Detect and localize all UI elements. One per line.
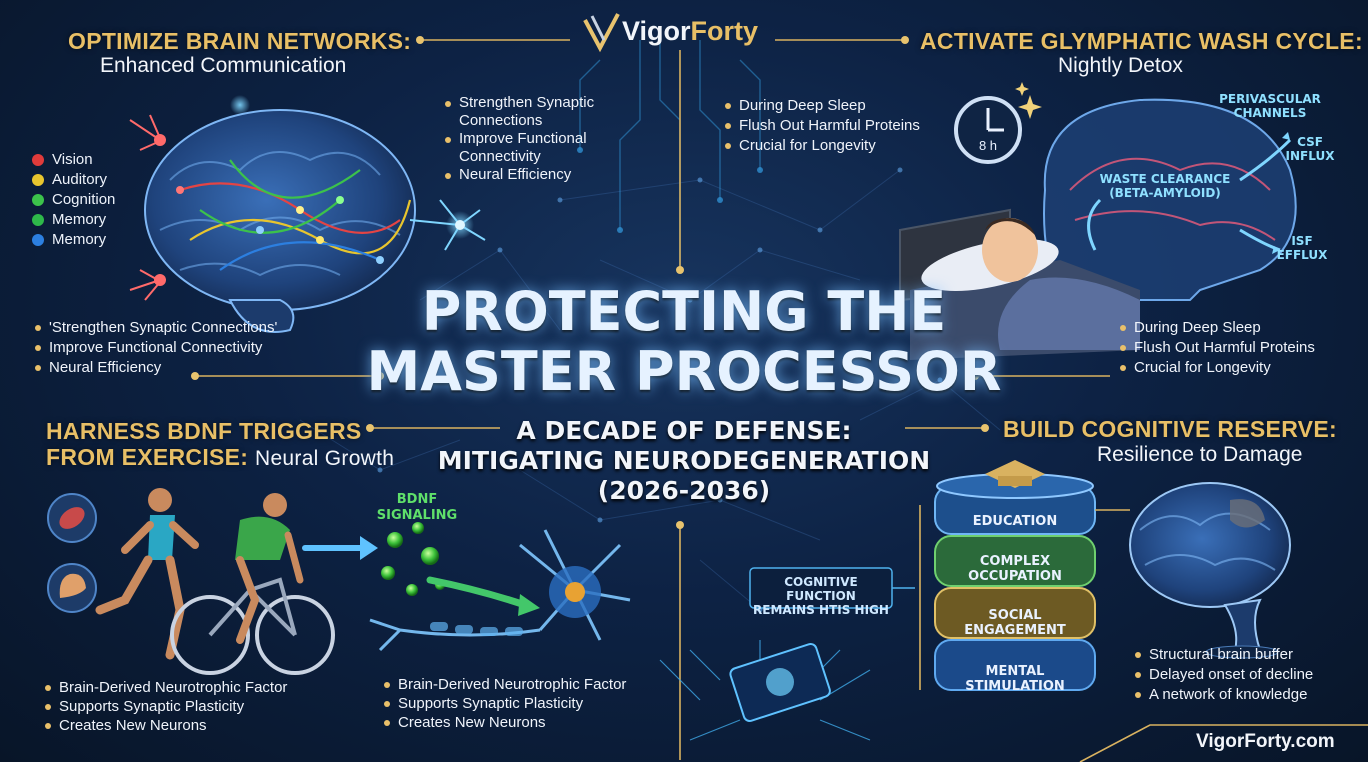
exercise-illustration [47, 488, 335, 675]
footer-url-link[interactable]: VigorForty.com [1196, 731, 1335, 752]
bdnf-heading-line2: FROM EXERCISE: [46, 444, 249, 470]
legend-swatch [32, 234, 44, 246]
list-item: Crucial for Longevity [1120, 358, 1315, 378]
bdnf-heading: HARNESS BDNF TRIGGERS FROM EXERCISE: Neu… [46, 418, 394, 472]
list-item: Creates New Neurons [384, 713, 626, 732]
glymphatic-subheading: Nightly Detox [1058, 54, 1183, 77]
legend-swatch [32, 174, 44, 186]
main-title: PROTECTING THE MASTER PROCESSOR [0, 282, 1368, 402]
list-item: Supports Synaptic Plasticity [45, 697, 287, 716]
sub-title-line2: MITIGATING NEURODEGENERATION [437, 446, 931, 475]
bdnf-heading-line1: HARNESS BDNF TRIGGERS [46, 418, 362, 444]
reserve-stack-illustration [934, 460, 1096, 691]
bdnf-bullets-left: Brain-Derived Neurotrophic Factor Suppor… [45, 678, 287, 735]
legend-swatch [32, 154, 44, 166]
bdnf-bullets-right: Brain-Derived Neurotrophic Factor Suppor… [384, 675, 626, 732]
legend-item: Memory [32, 230, 115, 250]
networks-bullets-bottom: 'Strengthen Synaptic Connections' Improv… [35, 318, 277, 378]
legend-item: Vision [32, 150, 115, 170]
list-item: Creates New Neurons [45, 716, 287, 735]
list-item: During Deep Sleep [1120, 318, 1315, 338]
brand-logo[interactable]: VigorForty [622, 16, 758, 47]
glymphatic-illustration [899, 82, 1297, 360]
sub-title-line3: (2026-2036) [597, 476, 771, 505]
glymphatic-bullets-top: During Deep Sleep Flush Out Harmful Prot… [725, 96, 920, 156]
list-item: Structural brain buffer [1135, 645, 1313, 665]
list-item: Crucial for Longevity [725, 136, 920, 156]
networks-subheading: Enhanced Communication [100, 54, 347, 77]
vigorforty-logo-mark [583, 13, 620, 53]
reserve-bullets: Structural brain buffer Delayed onset of… [1135, 645, 1313, 705]
list-item: Supports Synaptic Plasticity [384, 694, 626, 713]
legend-swatch [32, 214, 44, 226]
waste-clearance-label: WASTE CLEARANCE(BETA-AMYLOID) [1099, 172, 1231, 200]
list-item: During Deep Sleep [725, 96, 920, 116]
list-item: A network of knowledge [1135, 685, 1313, 705]
networks-bullets-right: Strengthen Synaptic Connections Improve … [445, 94, 645, 184]
brand-name-part2: Forty [690, 16, 759, 46]
reserve-subheading: Resilience to Damage [1097, 443, 1303, 466]
processor-chip-illustration [659, 640, 871, 741]
list-item: Strengthen Synaptic Connections [445, 94, 645, 130]
brain-region-legend: Vision Auditory Cognition Memory Memory [32, 150, 115, 250]
glymphatic-bullets-bottom: During Deep Sleep Flush Out Harmful Prot… [1120, 318, 1315, 378]
main-title-line1: PROTECTING THE [421, 280, 947, 343]
bdnf-neuron-illustration [369, 522, 631, 652]
list-item: 'Strengthen Synaptic Connections' [35, 318, 277, 338]
reserve-layer-education: EDUCATION [972, 514, 1058, 529]
list-item: Delayed onset of decline [1135, 665, 1313, 685]
list-item: Improve Functional Connectivity [445, 130, 645, 166]
legend-swatch [32, 194, 44, 206]
list-item: Improve Functional Connectivity [35, 338, 277, 358]
sub-title-line1: A DECADE OF DEFENSE: [516, 416, 852, 445]
legend-item: Cognition [32, 190, 115, 210]
reserve-heading: BUILD COGNITIVE RESERVE: [1003, 416, 1337, 442]
list-item: Flush Out Harmful Proteins [1120, 338, 1315, 358]
main-title-line2: MASTER PROCESSOR [366, 340, 1002, 403]
list-item: Neural Efficiency [445, 166, 645, 184]
glymphatic-heading: ACTIVATE GLYMPHATIC WASH CYCLE: [920, 28, 1363, 54]
list-item: Brain-Derived Neurotrophic Factor [384, 675, 626, 694]
list-item: Neural Efficiency [35, 358, 277, 378]
brand-name-part1: Vigor [622, 16, 691, 46]
network-brain-illustration [129, 95, 486, 333]
legend-item: Auditory [32, 170, 115, 190]
list-item: Flush Out Harmful Proteins [725, 116, 920, 136]
networks-heading: OPTIMIZE BRAIN NETWORKS: [68, 28, 412, 54]
sub-title: A DECADE OF DEFENSE: MITIGATING NEURODEG… [0, 416, 1368, 506]
sleep-clock-label: 8 h [978, 138, 998, 153]
bdnf-heading-tail: Neural Growth [254, 447, 395, 470]
list-item: Brain-Derived Neurotrophic Factor [45, 678, 287, 697]
legend-item: Memory [32, 210, 115, 230]
